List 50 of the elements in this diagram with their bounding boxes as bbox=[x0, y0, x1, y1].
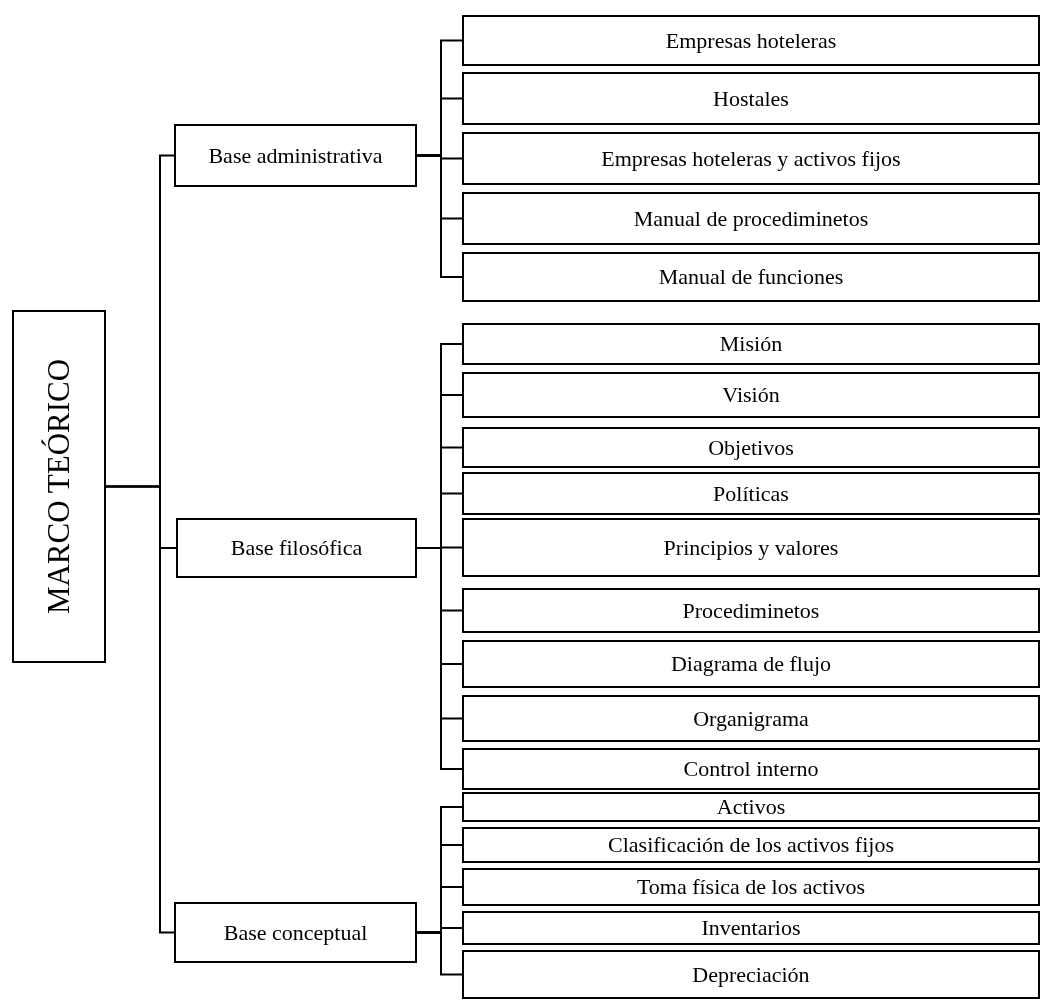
item-box bbox=[462, 132, 1040, 185]
connector-line bbox=[105, 485, 175, 934]
item-box bbox=[462, 868, 1040, 906]
node-label: Base administrativa bbox=[208, 144, 383, 167]
category-box bbox=[176, 518, 417, 578]
item-box bbox=[462, 792, 1040, 822]
item-box bbox=[462, 518, 1040, 577]
item-box bbox=[462, 827, 1040, 863]
node-label: Control interno bbox=[683, 758, 819, 780]
node-label: Hostales bbox=[713, 87, 789, 110]
item-box bbox=[462, 588, 1040, 633]
connector-line bbox=[416, 547, 463, 770]
connector-line bbox=[416, 931, 463, 976]
item-box bbox=[462, 192, 1040, 245]
node-label: Misión bbox=[719, 333, 783, 355]
node-label: Empresas hoteleras y activos fijos bbox=[601, 147, 901, 170]
node-label: Políticas bbox=[713, 482, 789, 505]
node-label: Base conceptual bbox=[223, 921, 368, 944]
node-label: Procediminetos bbox=[682, 599, 820, 622]
category-box bbox=[174, 902, 417, 963]
item-box bbox=[462, 748, 1040, 790]
node-label: Manual de procediminetos bbox=[633, 207, 869, 230]
node-label: Depreciación bbox=[692, 963, 810, 986]
node-label: MARCO TEÓRICO bbox=[43, 358, 75, 615]
connector-line bbox=[416, 154, 463, 278]
node-label: Empresas hoteleras bbox=[665, 29, 837, 52]
root-box bbox=[12, 310, 106, 663]
item-box bbox=[462, 950, 1040, 999]
item-box bbox=[462, 427, 1040, 468]
node-label: Inventarios bbox=[701, 917, 801, 939]
node-label: Diagrama de flujo bbox=[670, 653, 832, 675]
item-box bbox=[462, 15, 1040, 66]
category-box bbox=[174, 124, 417, 187]
node-label: Clasificación de los activos fijos bbox=[608, 834, 894, 856]
item-box bbox=[462, 695, 1040, 742]
node-label: Activos bbox=[716, 796, 786, 818]
item-box bbox=[462, 640, 1040, 688]
node-label: Manual de funciones bbox=[658, 266, 844, 288]
node-label: Objetivos bbox=[708, 436, 794, 459]
item-box bbox=[462, 323, 1040, 365]
item-box bbox=[462, 911, 1040, 945]
item-box bbox=[462, 372, 1040, 418]
item-box bbox=[462, 72, 1040, 125]
item-box bbox=[462, 472, 1040, 515]
node-label: Toma física de los activos bbox=[636, 876, 866, 898]
node-label: Base filosófica bbox=[230, 537, 363, 559]
node-label: Visión bbox=[722, 384, 780, 406]
item-box bbox=[462, 252, 1040, 302]
node-label: Organigrama bbox=[693, 707, 809, 730]
node-label: Principios y valores bbox=[663, 536, 839, 559]
